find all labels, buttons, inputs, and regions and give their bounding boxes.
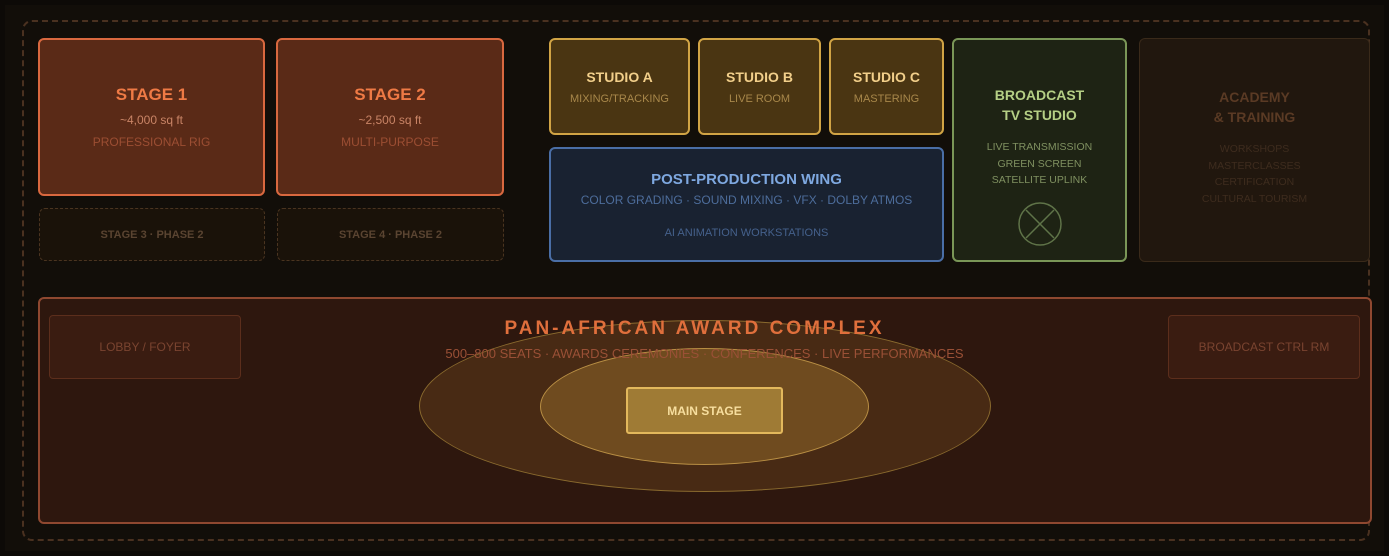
stage-4-phase-block[interactable]: STAGE 4 · PHASE 2 (277, 208, 504, 261)
academy-program: WORKSHOPS (1219, 143, 1290, 155)
broadcast-studio-block[interactable]: BROADCAST TV STUDIO LIVE TRANSMISSION GR… (952, 38, 1127, 262)
studio-c-title: STUDIO C (853, 68, 920, 85)
complex-subtitle: 500–800 SEATS · AWARDS CEREMONIES · CONF… (445, 346, 964, 361)
studio-b-block[interactable]: STUDIO B LIVE ROOM (698, 38, 821, 135)
broadcast-title-2: TV STUDIO (1002, 107, 1077, 123)
stage-1-size: ~4,000 sq ft (119, 113, 184, 127)
studio-c-desc: MASTERING (853, 92, 920, 105)
stage-2-size: ~2,500 sq ft (358, 113, 422, 127)
stage-2-block[interactable]: STAGE 2 ~2,500 sq ft MULTI-PURPOSE (276, 38, 504, 196)
post-production-extra: AI ANIMATION WORKSTATIONS (664, 226, 829, 239)
studio-b-title: STUDIO B (726, 68, 793, 85)
post-production-block[interactable]: POST-PRODUCTION WING COLOR GRADING · SOU… (549, 147, 944, 262)
academy-block[interactable]: ACADEMY & TRAINING WORKSHOPS MASTERCLASS… (1139, 38, 1370, 262)
lobby-room[interactable]: LOBBY / FOYER (49, 315, 241, 379)
academy-program: CERTIFICATION (1214, 176, 1295, 188)
stage-1-block[interactable]: STAGE 1 ~4,000 sq ft PROFESSIONAL RIG (38, 38, 265, 196)
broadcast-control-room[interactable]: BROADCAST CTRL RM (1168, 315, 1360, 379)
studio-a-title: STUDIO A (586, 68, 653, 85)
academy-program: MASTERCLASSES (1208, 159, 1301, 172)
post-production-services: COLOR GRADING · SOUND MIXING · VFX · DOL… (580, 192, 913, 207)
studio-a-desc: MIXING/TRACKING (569, 92, 669, 105)
stage-2-desc: MULTI-PURPOSE (341, 135, 439, 149)
broadcast-feature: GREEN SCREEN (997, 157, 1082, 170)
main-stage[interactable]: MAIN STAGE (626, 387, 783, 434)
academy-title-1: ACADEMY (1219, 89, 1290, 105)
stage-3-phase-block[interactable]: STAGE 3 · PHASE 2 (39, 208, 265, 261)
studio-c-block[interactable]: STUDIO C MASTERING (829, 38, 944, 135)
academy-program: CULTURAL TOURISM (1201, 192, 1308, 205)
stage-1-title: STAGE 1 (115, 85, 188, 104)
academy-title-2: & TRAINING (1213, 109, 1296, 125)
stage-1-desc: PROFESSIONAL RIG (92, 135, 211, 149)
post-production-title: POST-PRODUCTION WING (651, 170, 842, 188)
studio-a-block[interactable]: STUDIO A MIXING/TRACKING (549, 38, 690, 135)
studio-b-desc: LIVE ROOM (728, 92, 791, 105)
satellite-dish-icon (1017, 201, 1062, 246)
broadcast-feature: LIVE TRANSMISSION (986, 141, 1093, 153)
complex-title: PAN-AFRICAN AWARD COMPLEX (504, 318, 885, 339)
stage-2-title: STAGE 2 (354, 85, 426, 104)
broadcast-feature: SATELLITE UPLINK (991, 174, 1088, 186)
campus-boundary (22, 20, 1370, 541)
broadcast-title-1: BROADCAST (994, 87, 1085, 103)
